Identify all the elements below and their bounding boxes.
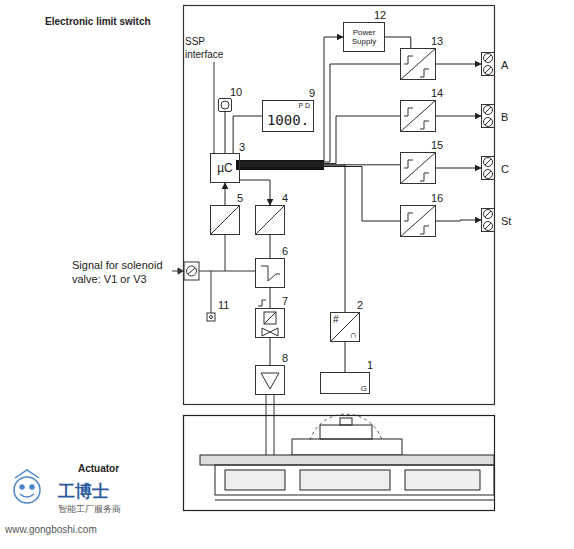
button-knob: [221, 101, 229, 109]
callout-number: 2: [357, 299, 363, 312]
callout-number: 7: [282, 295, 288, 308]
terminal-block: St: [481, 208, 495, 232]
terminal-block: B: [481, 104, 495, 128]
signal-line: [345, 342, 346, 372]
callout-number: 14: [431, 87, 443, 100]
terminal-name: B: [501, 110, 508, 124]
interface-label: SSP interface: [185, 35, 237, 61]
ssp-line: [214, 62, 215, 153]
callout-number: 5: [237, 192, 243, 205]
callout-number: 16: [431, 192, 443, 205]
signal-line: [270, 338, 271, 365]
function-block: 2#∩: [330, 312, 360, 342]
callout-number: 9: [309, 87, 315, 100]
callout-number: 4: [282, 192, 288, 205]
callout-number: 1: [367, 359, 373, 372]
display-value: 1000.: [263, 112, 313, 128]
signal-line: [240, 167, 400, 222]
function-block: 8: [255, 365, 285, 395]
watermark-logo: [14, 470, 40, 503]
part-label: Actuator: [78, 463, 119, 474]
signal-line: [436, 116, 481, 117]
watermark: 工博士: [58, 480, 109, 503]
function-block: 7: [255, 308, 285, 338]
signal-line: [270, 235, 271, 258]
actuator-link: [266, 395, 274, 458]
callout-number: 3: [239, 141, 245, 154]
watermark: www.gongboshi.com: [5, 524, 97, 535]
function-block: 14: [400, 100, 436, 132]
signal-line: [240, 116, 400, 164]
amplifier-triangle: [261, 373, 279, 389]
signal-line: [233, 116, 262, 153]
callout-number: 10: [230, 86, 242, 99]
housing-outline: [184, 6, 495, 405]
signal-label: Signal for solenoid valve: V1 or V3: [72, 258, 174, 286]
callout-number: 11: [218, 299, 229, 312]
signal-line: [240, 180, 270, 205]
function-block: 16: [400, 205, 436, 237]
terminal-block: C: [481, 156, 495, 180]
function-block: 3µC: [210, 153, 240, 183]
function-block: 1G: [320, 372, 370, 394]
signal-line: [240, 64, 400, 162]
position-dome: [310, 414, 382, 440]
watermark: 智能工厂服务商: [58, 503, 121, 516]
terminal-name: C: [501, 162, 509, 176]
terminal-name: A: [501, 58, 508, 72]
callout-number: 6: [282, 245, 288, 258]
function-block: 5: [210, 205, 240, 235]
actuator-drawing: [184, 416, 495, 511]
valve-symbol: [258, 300, 278, 336]
callout-number: 13: [431, 35, 443, 48]
function-block: 12Power Supply: [343, 22, 385, 52]
callout-number: 12: [374, 9, 386, 22]
signal-line: [436, 220, 481, 221]
signal-line: [240, 37, 343, 162]
callout-number: 8: [282, 352, 288, 365]
symbol-text: #: [333, 314, 339, 325]
function-block: 9P D1000.: [262, 100, 314, 132]
box-label: µC: [211, 161, 239, 175]
solenoid-input-wiring: [172, 235, 255, 321]
callout-number: 15: [431, 139, 443, 152]
terminal-block: A: [481, 52, 495, 76]
function-block: 13: [400, 48, 436, 80]
symbol-text: ∩: [350, 329, 357, 340]
signal-line: [436, 168, 481, 169]
function-block: 4: [255, 205, 285, 235]
box-label: Power Supply: [344, 28, 384, 46]
symbol-text: G: [361, 384, 367, 393]
function-block: 6: [255, 258, 285, 288]
function-block: 15: [400, 152, 436, 184]
signal-line: [225, 183, 226, 205]
terminal-name: St: [501, 214, 511, 228]
function-block: 10: [218, 98, 232, 112]
signal-line: [270, 288, 271, 308]
display-indicator: P D: [298, 102, 310, 110]
diagram-title: Electronic limit switch: [45, 16, 151, 27]
signal-line: [436, 64, 481, 65]
switch-symbol: [261, 266, 280, 281]
signal-line: [225, 112, 226, 153]
signal-line: [240, 165, 345, 312]
signal-line: [385, 37, 411, 48]
